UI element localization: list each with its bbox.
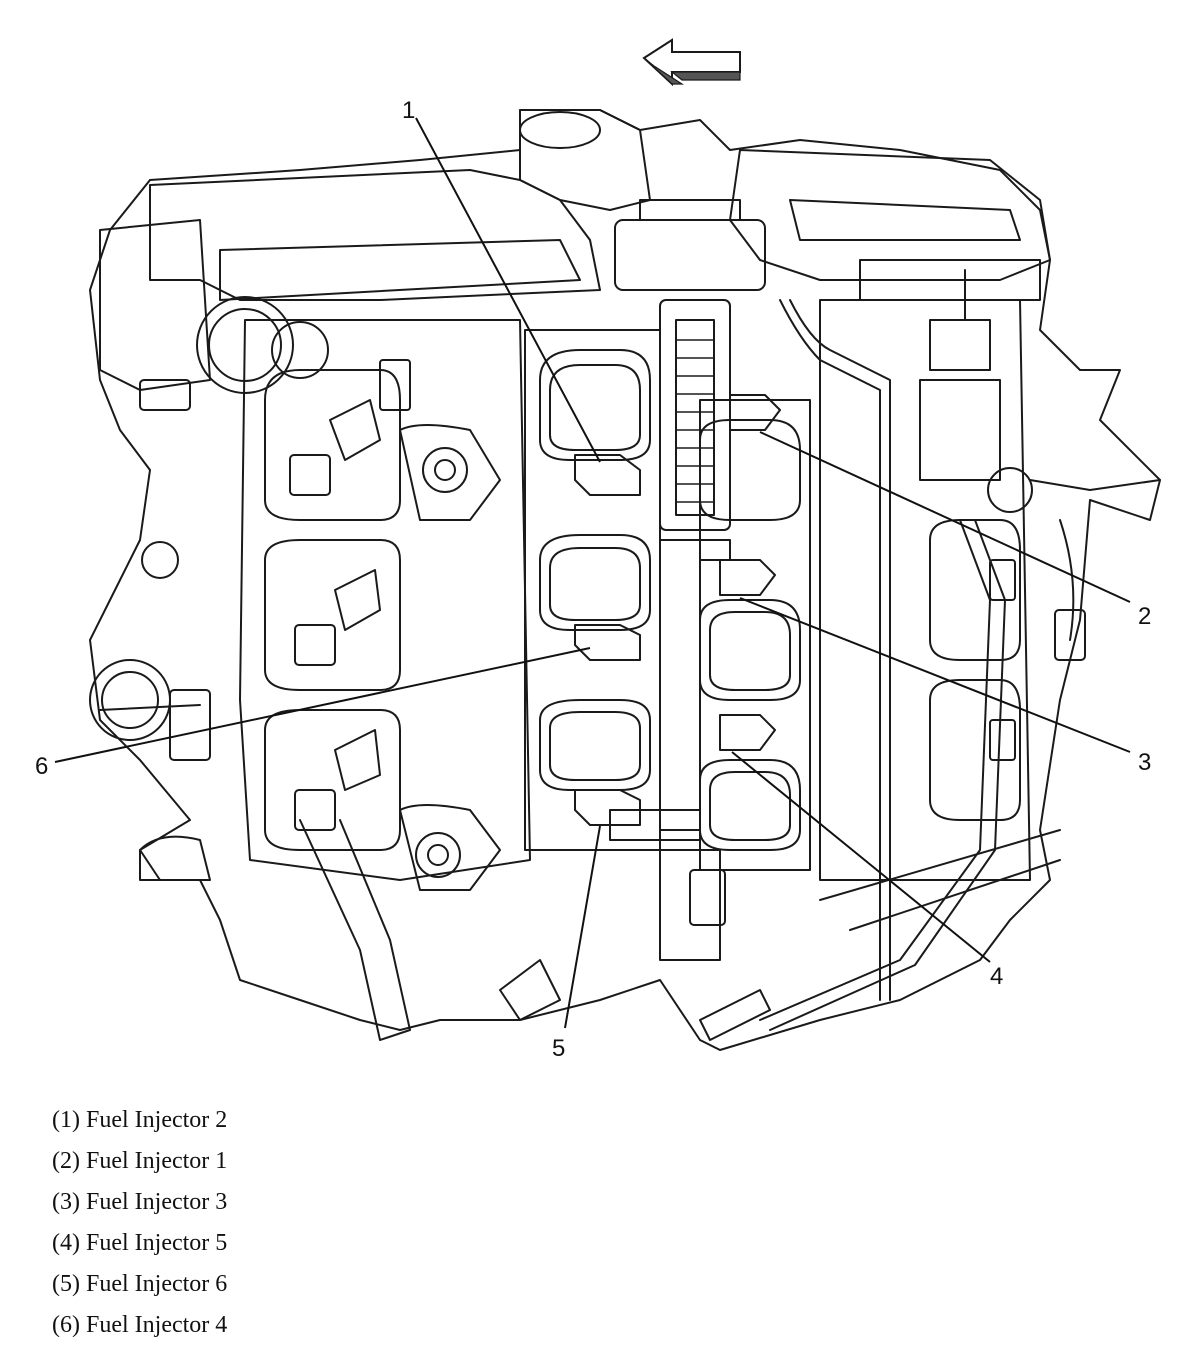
legend-item-4: (4) Fuel Injector 5 — [52, 1230, 228, 1256]
legend-item-2: (2) Fuel Injector 1 — [52, 1148, 228, 1174]
callout-leaders — [54, 117, 1131, 1029]
callout-2: 2 — [1138, 603, 1151, 630]
callout-6: 6 — [35, 753, 48, 780]
engine-diagram: 1 2 3 4 5 6 — [35, 38, 1161, 1062]
engine-illustration — [89, 109, 1161, 1051]
legend: (1) Fuel Injector 2 (2) Fuel Injector 1 … — [52, 1100, 652, 1346]
callout-3: 3 — [1138, 749, 1151, 776]
legend-item-5: (5) Fuel Injector 6 — [52, 1271, 228, 1297]
legend-item-3: (3) Fuel Injector 3 — [52, 1189, 228, 1215]
callout-5: 5 — [552, 1035, 565, 1062]
legend-item-6: (6) Fuel Injector 4 — [52, 1312, 228, 1338]
callout-1: 1 — [402, 97, 415, 124]
direction-arrow-left-icon — [642, 38, 741, 87]
legend-item-1: (1) Fuel Injector 2 — [52, 1107, 228, 1133]
callout-4: 4 — [990, 963, 1003, 990]
